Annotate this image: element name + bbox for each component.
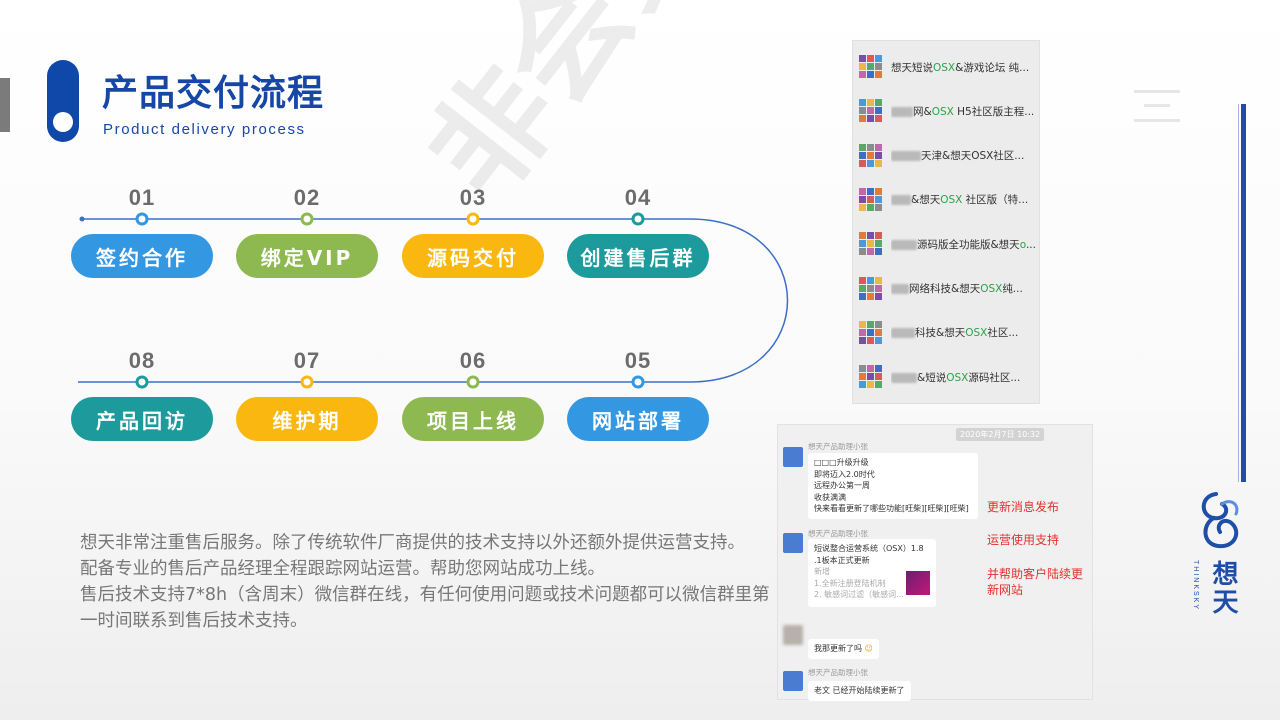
chat-sender: 想天产品助理小张 <box>808 668 868 677</box>
right-divider <box>1241 104 1246 482</box>
group-name: 科技&想天OSX社区... <box>891 325 1039 340</box>
right-divider-light <box>1238 104 1239 482</box>
step-number-04: 04 <box>624 185 652 210</box>
chat-link-card: 短说整合运营系统（OSX）1.8 .1板本正式更新 新增 1.全新注册登陆机制 … <box>808 539 936 607</box>
step-marker-07 <box>300 375 314 389</box>
step-number-01: 01 <box>128 185 156 210</box>
chat-bubble: 我那更新了吗 ☺ <box>808 639 879 659</box>
group-avatar-icon <box>859 187 883 212</box>
step-pill-06: 项目上线 <box>402 397 544 441</box>
avatar <box>783 447 803 467</box>
avatar <box>783 671 803 691</box>
chat-sender: 想天产品助理小张 <box>808 529 868 538</box>
note-help-update: 并帮助客户陆续更 新网站 <box>987 567 1084 597</box>
group-row: 源码版全功能版&想天o... <box>853 222 1041 266</box>
group-avatar-icon <box>859 365 883 389</box>
step-number-02: 02 <box>293 185 321 210</box>
chat-timestamp: 2020年2月7日 10:32 <box>956 428 1045 441</box>
group-avatar-icon <box>859 99 883 123</box>
wechat-chat-screenshot: 2020年2月7日 10:32 想天产品助理小张 □□□升级升级 即将迈入2.0… <box>777 424 1093 701</box>
title-pill-icon <box>47 60 79 142</box>
step-marker-04 <box>631 212 645 226</box>
link-thumbnail <box>906 571 930 595</box>
group-avatar-icon <box>859 320 883 345</box>
logo-text: 想天 <box>1208 560 1238 616</box>
group-row: 天津&想天OSX社区... <box>853 134 1041 178</box>
step-pill-01: 签约合作 <box>71 234 213 278</box>
step-number-03: 03 <box>459 185 487 210</box>
chat-bubble: 老文 已经开始陆续更新了 <box>808 681 911 701</box>
step-marker-06 <box>466 375 480 389</box>
group-name: 天津&想天OSX社区... <box>891 148 1039 163</box>
step-pill-02: 绑定VIP <box>236 234 378 278</box>
description-line: 配备专业的售后产品经理全程跟踪网站运营。帮助您网站成功上线。 <box>80 559 605 579</box>
description-line: 想天非常注重售后服务。除了传统软件厂商提供的技术支持以外还额外提供运营支持。 <box>80 533 745 553</box>
note-ops-support: 运营使用支持 <box>987 533 1060 547</box>
step-marker-01 <box>135 212 149 226</box>
service-description: 想天非常注重售后服务。除了传统软件厂商提供的技术支持以外还额外提供运营支持。 配… <box>80 530 770 634</box>
avatar <box>783 625 803 645</box>
group-avatar-icon <box>859 276 883 301</box>
note-update-release: 更新消息发布 <box>987 500 1060 514</box>
step-marker-02 <box>300 212 314 226</box>
group-row: 网&OSX H5社区版主程... <box>853 89 1041 133</box>
group-avatar-icon <box>859 232 883 256</box>
page-title: 产品交付流程 <box>102 73 325 114</box>
group-row: 科技&想天OSX社区... <box>853 311 1041 355</box>
step-marker-05 <box>631 375 645 389</box>
smile-emoji-icon: ☺ <box>864 644 873 653</box>
thinksky-logo-icon <box>1201 492 1239 549</box>
group-name: &想天OSX 社区版（特... <box>891 192 1039 207</box>
menu-lines-icon <box>1134 88 1180 124</box>
step-pill-04: 创建售后群 <box>567 234 709 278</box>
step-marker-03 <box>466 212 480 226</box>
chat-sender: 想天产品助理小张 <box>808 442 868 451</box>
wechat-group-list: 想天短说OSX&游戏论坛 纯... 网&OSX H5社区版主程... 天津&想天OS… <box>852 40 1040 404</box>
avatar <box>783 533 803 553</box>
step-number-07: 07 <box>293 348 321 373</box>
group-avatar-icon <box>859 143 883 168</box>
group-name: &短说OSX源码社区... <box>891 370 1039 385</box>
step-number-08: 08 <box>128 348 156 373</box>
group-row: &短说OSX源码社区... <box>853 355 1041 399</box>
group-avatar-icon <box>859 55 883 79</box>
group-row: 网络科技&想天OSX纯... <box>853 267 1041 311</box>
group-row: &想天OSX 社区版（特... <box>853 178 1041 222</box>
group-name: 源码版全功能版&想天o... <box>891 237 1039 252</box>
step-pill-07: 维护期 <box>236 397 378 441</box>
logo-english-text: THINKSKY <box>1192 560 1199 612</box>
left-edge-tab <box>0 78 10 132</box>
group-name: 网络科技&想天OSX纯... <box>891 281 1039 296</box>
step-pill-05: 网站部署 <box>567 397 709 441</box>
step-pill-08: 产品回访 <box>71 397 213 441</box>
chat-bubble: □□□升级升级 即将迈入2.0时代 远程办公第一周 收获满满 快来看看更新了哪些… <box>808 453 978 519</box>
timeline-start-dot <box>79 216 85 222</box>
step-pill-03: 源码交付 <box>402 234 544 278</box>
group-row: 想天短说OSX&游戏论坛 纯... <box>853 45 1041 89</box>
page-subtitle: Product delivery process <box>103 121 306 138</box>
description-line: 售后技术支持7*8h（含周末）微信群在线，有任何使用问题或技术问题都可以微信群里… <box>80 585 770 631</box>
group-name: 网&OSX H5社区版主程... <box>891 104 1039 119</box>
group-name: 想天短说OSX&游戏论坛 纯... <box>891 61 1030 74</box>
step-number-06: 06 <box>459 348 487 373</box>
step-number-05: 05 <box>624 348 652 373</box>
step-marker-08 <box>135 375 149 389</box>
